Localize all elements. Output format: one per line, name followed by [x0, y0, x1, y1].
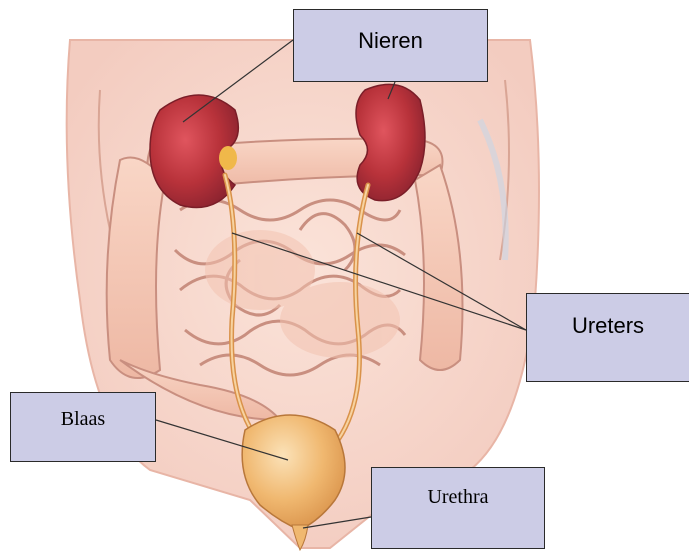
label-blaas: Blaas — [10, 392, 156, 462]
label-nieren: Nieren — [293, 9, 488, 82]
left-kidney — [150, 95, 238, 208]
label-urethra: Urethra — [371, 467, 545, 549]
label-urethra-text: Urethra — [427, 486, 488, 509]
label-ureters: Ureters — [526, 293, 689, 382]
label-ureters-text: Ureters — [572, 313, 644, 339]
label-nieren-text: Nieren — [358, 28, 423, 54]
label-blaas-text: Blaas — [61, 408, 105, 431]
